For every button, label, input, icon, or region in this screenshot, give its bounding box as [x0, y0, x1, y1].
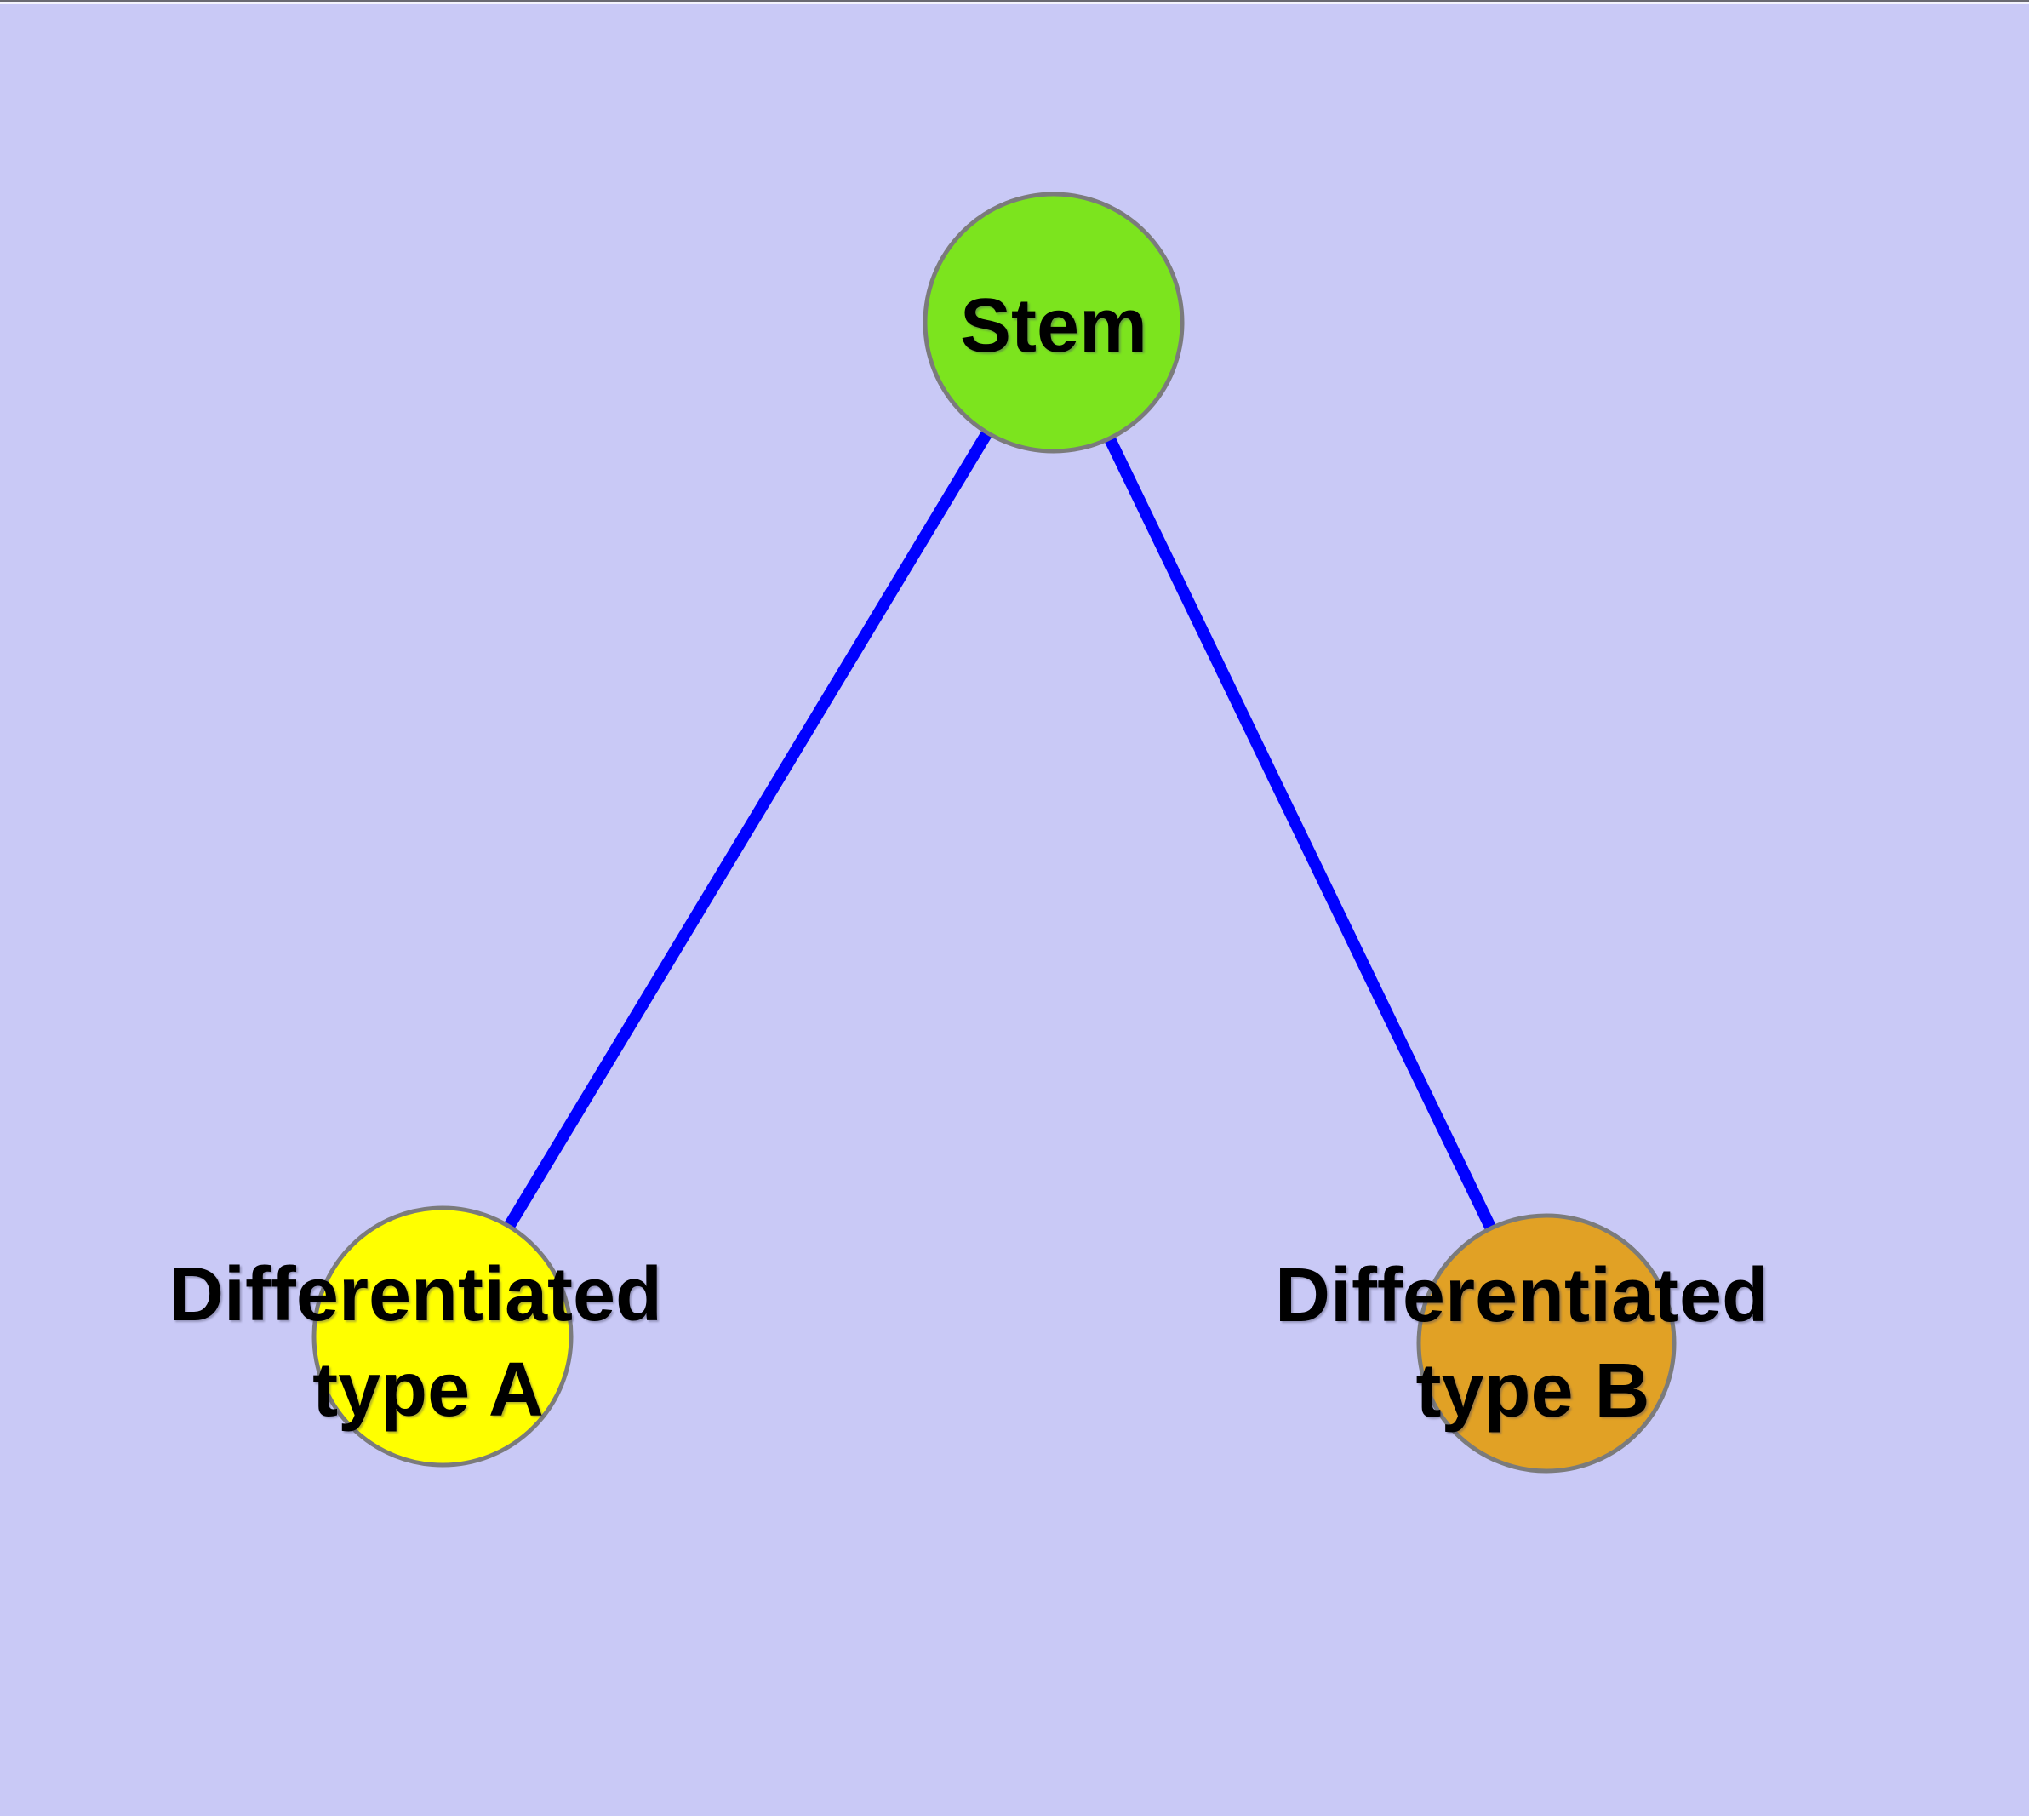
window-top-gap [0, 2, 2029, 4]
diagram-canvas: Stem Differentiated type A Differentiate… [0, 4, 2029, 1816]
edge-stem-to-type-b [1048, 319, 1552, 1347]
graph-svg: Stem Differentiated type A Differentiate… [0, 4, 2029, 1816]
node-type-a-circle [311, 1205, 574, 1468]
node-type-a-label-line1: Differentiated [169, 1252, 662, 1337]
node-type-b-circle [1416, 1213, 1677, 1474]
node-stem-label: Stem [960, 283, 1147, 369]
node-type-b-label-line2: type B [1415, 1348, 1649, 1434]
window-top-border [0, 0, 2029, 2]
node-type-a-label-line2: type A [312, 1348, 544, 1433]
node-type-b-label-line1: Differentiated [1275, 1253, 1769, 1338]
edge-stem-to-type-a [437, 319, 1059, 1340]
node-stem-circle [923, 192, 1185, 454]
